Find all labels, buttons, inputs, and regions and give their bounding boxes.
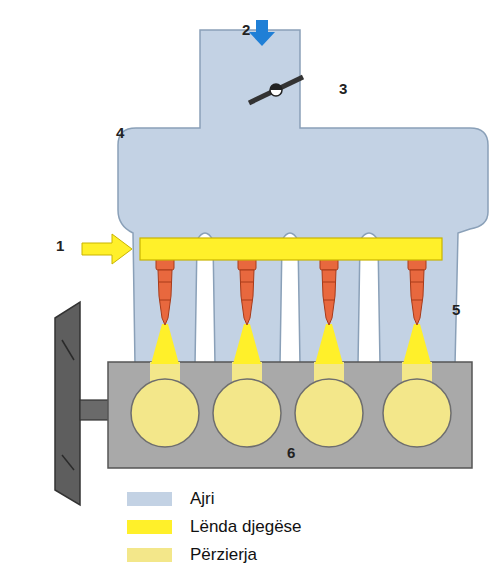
- injector: [158, 270, 172, 325]
- legend-row: Ajri: [127, 489, 215, 509]
- callout-number: 1: [56, 238, 64, 253]
- legend-swatch: [127, 520, 172, 534]
- callout-number: 3: [339, 81, 347, 96]
- callout-number: 6: [287, 445, 295, 460]
- legend-row: Përzierja: [127, 545, 257, 565]
- fuel-arrow: [82, 234, 132, 264]
- cylinder: [213, 379, 281, 447]
- legend-text: Lënda djegëse: [190, 517, 302, 537]
- fuel-spray: [233, 324, 261, 364]
- cylinder: [383, 379, 451, 447]
- fuel-spray: [403, 324, 431, 364]
- cylinder: [131, 379, 199, 447]
- fuel-spray: [315, 324, 343, 364]
- legend-row: Lënda djegëse: [127, 517, 302, 537]
- fuel-spray: [151, 324, 179, 364]
- injector: [410, 270, 424, 325]
- air-arrow: [249, 20, 275, 46]
- cylinder: [295, 379, 363, 447]
- crankshaft: [80, 400, 110, 420]
- flywheel: [55, 302, 80, 505]
- callout-number: 2: [242, 22, 250, 37]
- legend-text: Ajri: [190, 489, 215, 509]
- legend-swatch: [127, 492, 172, 506]
- injector: [240, 270, 254, 325]
- callout-number: 5: [452, 302, 460, 317]
- throttle-plate: [249, 77, 303, 103]
- intake-manifold: [118, 30, 488, 365]
- legend-text: Përzierja: [190, 545, 257, 565]
- legend-swatch: [127, 548, 172, 562]
- callout-number: 4: [116, 125, 124, 140]
- engine-block: [108, 362, 472, 468]
- injector: [322, 270, 336, 325]
- fuel-rail: [140, 238, 442, 260]
